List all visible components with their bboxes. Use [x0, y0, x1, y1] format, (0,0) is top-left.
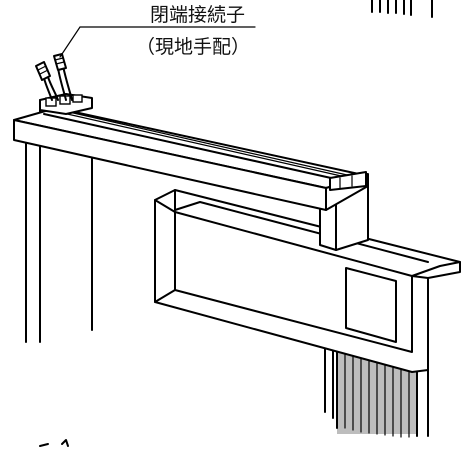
- left-wall-frame: [25, 137, 93, 343]
- rail-beam: [13, 107, 369, 211]
- closed-end-connectors: [35, 53, 73, 101]
- callout-leader: [59, 26, 256, 58]
- callout-label-line1: 閉端接続子: [150, 4, 245, 26]
- header-box: [154, 189, 461, 373]
- closed-end-connector-left: [35, 61, 51, 81]
- bottom-marks: [39, 439, 69, 447]
- closed-end-connector-right: [53, 53, 67, 71]
- callout-label-line2: （現地手配）: [136, 36, 250, 58]
- top-louver-fragment: [371, 0, 433, 18]
